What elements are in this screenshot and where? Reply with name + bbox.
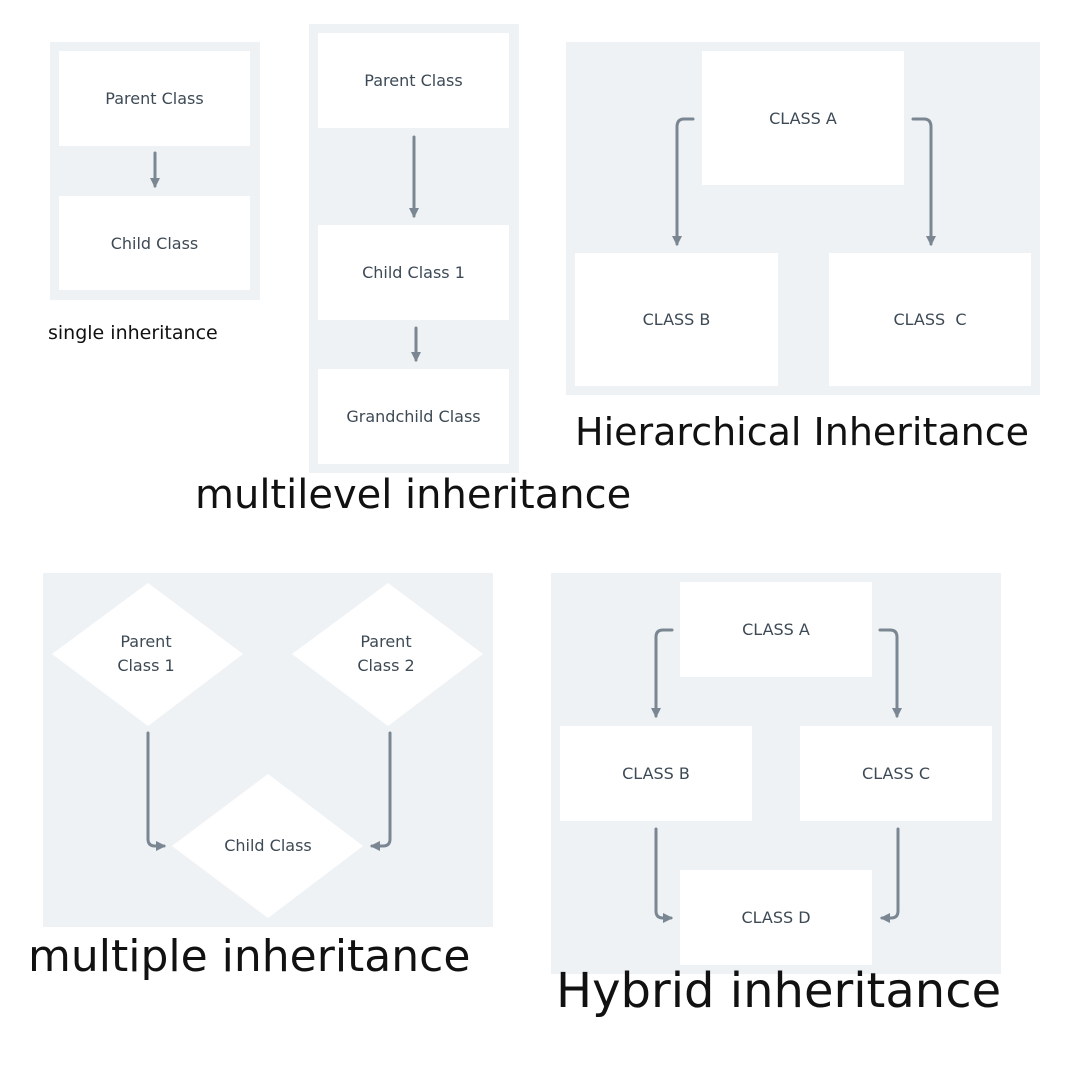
multiple-parent-class-1-label: Parent Class 1 <box>117 632 175 675</box>
multilevel-child-class-1-box: Child Class 1 <box>318 225 509 320</box>
multilevel-inheritance-caption: multilevel inheritance <box>195 472 632 518</box>
hierarchical-class-b-box: CLASS B <box>575 253 778 386</box>
hybrid-class-b-box: CLASS B <box>560 726 752 821</box>
hybrid-inheritance-caption: Hybrid inheritance <box>556 963 1002 1019</box>
hierarchical-class-c-box: CLASS C <box>829 253 1031 386</box>
single-inheritance-caption: single inheritance <box>48 322 218 344</box>
hierarchical-class-b-label: CLASS B <box>642 310 711 329</box>
hierarchical-class-c-label: CLASS C <box>893 310 967 329</box>
hierarchical-inheritance-caption: Hierarchical Inheritance <box>575 410 1030 454</box>
hybrid-class-c-label: CLASS C <box>862 764 930 783</box>
single-parent-class-box: Parent Class <box>59 51 250 146</box>
hybrid-class-d-box: CLASS D <box>680 870 872 965</box>
single-parent-class-label: Parent Class <box>105 89 204 108</box>
hybrid-class-b-label: CLASS B <box>622 764 690 783</box>
hierarchical-class-a-label: CLASS A <box>769 108 837 128</box>
multiple-child-class-label: Child Class <box>224 836 312 855</box>
multilevel-grandchild-class-box: Grandchild Class <box>318 369 509 464</box>
single-child-class-box: Child Class <box>59 196 250 290</box>
multilevel-grandchild-class-label: Grandchild Class <box>346 407 481 426</box>
hybrid-class-a-box: CLASS A <box>680 582 872 677</box>
multilevel-child-class-1-label: Child Class 1 <box>362 263 465 282</box>
multilevel-parent-class-box: Parent Class <box>318 33 509 128</box>
hierarchical-class-a-box: CLASS A <box>702 51 904 185</box>
hybrid-class-a-label: CLASS A <box>742 620 810 639</box>
multiple-inheritance-caption: multiple inheritance <box>28 931 471 982</box>
hybrid-class-c-box: CLASS C <box>800 726 992 821</box>
multiple-parent-class-2-label: Parent Class 2 <box>357 632 415 675</box>
single-child-class-label: Child Class <box>110 233 199 253</box>
hybrid-class-d-label: CLASS D <box>741 908 811 927</box>
multilevel-parent-class-label: Parent Class <box>364 71 463 90</box>
